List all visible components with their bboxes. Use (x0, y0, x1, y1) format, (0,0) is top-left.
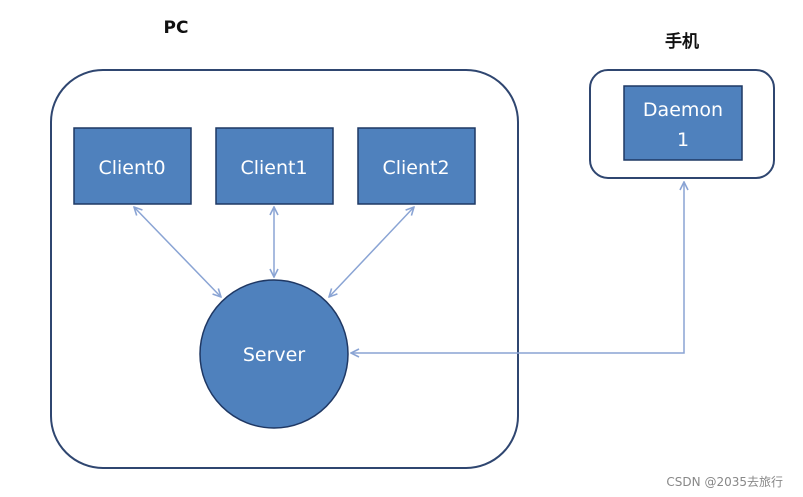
client0-node: Client0 (73, 127, 192, 205)
daemon-label-line2: 1 (677, 129, 689, 151)
client2-label: Client2 (382, 157, 449, 179)
connector-daemon-server (351, 182, 684, 353)
client1-node: Client1 (215, 127, 334, 205)
client0-label: Client0 (98, 157, 165, 179)
phone-group-title: 手机 (665, 31, 699, 52)
daemon-node: Daemon 1 (623, 85, 743, 161)
connector-client0-server (134, 207, 221, 297)
pc-group-title: PC (164, 18, 189, 38)
client1-label: Client1 (240, 157, 307, 179)
daemon-label-line1: Daemon (643, 99, 723, 121)
client2-node: Client2 (357, 127, 476, 205)
server-label: Server (243, 344, 305, 366)
server-node: Server (199, 279, 349, 429)
watermark-text: CSDN @2035去旅行 (666, 475, 783, 489)
